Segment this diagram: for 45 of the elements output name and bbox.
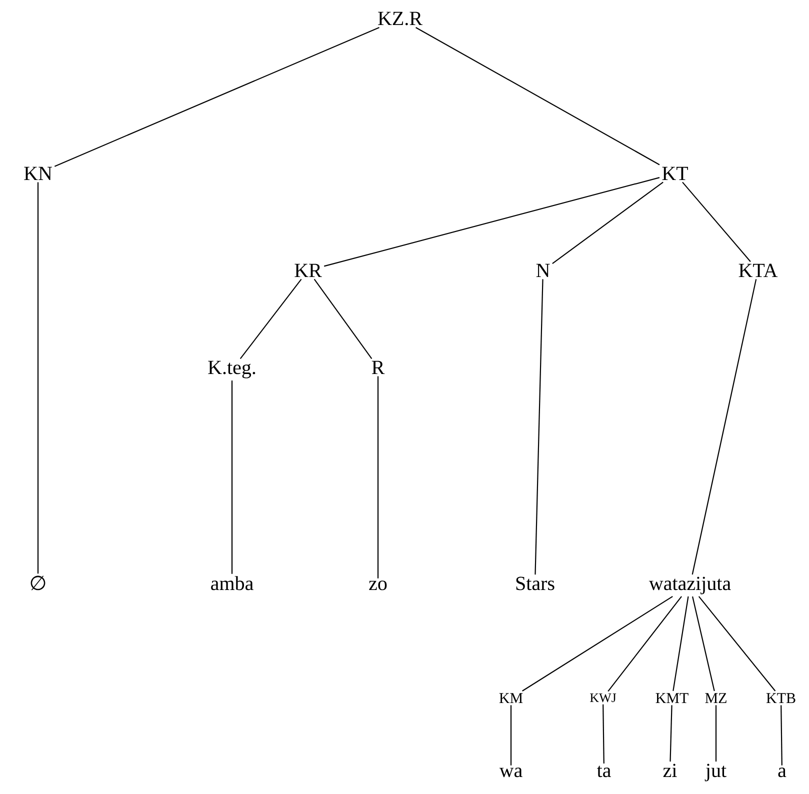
tree-branch <box>240 278 302 360</box>
tree-branch <box>522 596 673 692</box>
tree-label: KTA <box>738 264 778 277</box>
tree-branch <box>416 27 660 166</box>
tree-label: a <box>778 768 786 778</box>
tree-branch <box>314 278 372 360</box>
tree-branch <box>54 26 380 167</box>
tree-branch <box>377 376 379 578</box>
tree-branch <box>510 705 512 766</box>
tree-label: amba <box>211 576 254 590</box>
tree-branch <box>534 279 544 575</box>
tree-branch <box>672 596 689 692</box>
tree-label: KR <box>294 264 322 277</box>
tree-label: KMT <box>656 693 688 703</box>
tree-branch <box>670 705 672 762</box>
tree-branch <box>231 380 233 574</box>
tree-label: KT <box>662 166 688 180</box>
tree-label: KWJ <box>590 693 616 702</box>
tree-branch <box>324 177 660 267</box>
tree-branch <box>780 705 782 766</box>
tree-branch <box>608 596 682 692</box>
tree-label: R <box>372 360 385 374</box>
tree-label: ta <box>596 766 611 778</box>
tree-label: KZ.R <box>378 12 422 26</box>
tree-branch <box>692 279 757 575</box>
tree-label: watazijuta <box>648 576 731 594</box>
tree-label: ∅ <box>30 576 46 590</box>
tree-branch <box>692 596 715 692</box>
tree-branch <box>698 596 776 692</box>
tree-branch <box>682 182 751 262</box>
tree-label: KTB <box>766 693 796 704</box>
tree-label: N <box>536 264 550 277</box>
tree-label: MZ <box>705 693 726 703</box>
tree-label: K.teg. <box>208 360 256 378</box>
tree-label: jut <box>704 764 726 782</box>
tree-label: Stars <box>516 576 554 590</box>
tree-branch <box>715 705 717 762</box>
tree-label: KN <box>24 166 52 180</box>
tree-label: zi <box>663 764 677 777</box>
tree-branch <box>37 182 39 574</box>
tree-label: wa <box>499 768 522 778</box>
tree-label: zo <box>369 580 387 590</box>
tree-branch <box>552 182 664 264</box>
tree-branch <box>602 704 604 764</box>
tree-label: KM <box>499 693 523 703</box>
